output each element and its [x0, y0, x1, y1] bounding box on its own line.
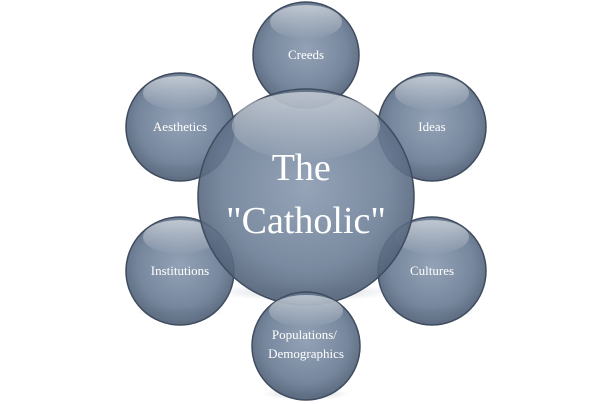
node-institutions-label: Institutions — [151, 263, 210, 278]
node-aesthetics-label: Aesthetics — [153, 119, 207, 134]
center-node-label: The "Catholic" — [226, 147, 386, 242]
center-node: The "Catholic" — [197, 88, 415, 306]
node-populations-label: Populations/ Demographics — [268, 327, 344, 361]
node-institutions: Institutions — [125, 216, 235, 326]
node-cultures-label: Cultures — [410, 263, 454, 278]
node-ideas-label: Ideas — [418, 119, 445, 134]
node-populations: Populations/ Demographics — [251, 291, 361, 401]
node-cultures: Cultures — [377, 216, 487, 326]
node-creeds-label: Creeds — [288, 47, 324, 62]
